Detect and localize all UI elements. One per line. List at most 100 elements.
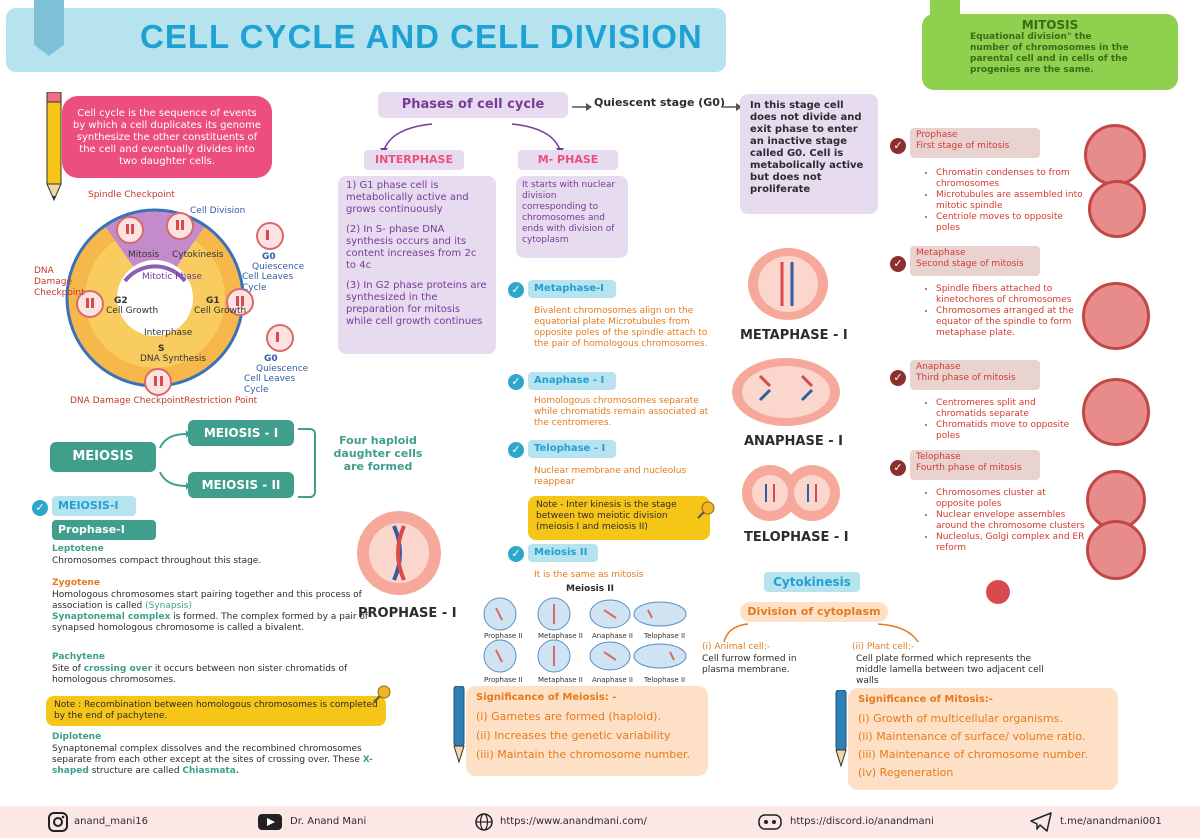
cell-cycle-diagram: Spindle Checkpoint Cell Division Mitosis… [30,186,320,408]
intro-box: Cell cycle is the sequence of events by … [62,96,272,178]
significance-mitosis-item: (ii) Maintenance of surface/ volume rati… [858,730,1086,743]
note-recombination: Note : Recombination between homologous … [46,696,386,726]
significance-mitosis-title: Significance of Mitosis:- [858,694,993,705]
zygotene-text: Homologous chromosomes start pairing tog… [52,590,369,633]
mitosis-anaphase-name: Anaphase [916,362,961,372]
anaphase1-image-label: ANAPHASE - I [744,434,843,449]
meiosis1-box: MEIOSIS - I [188,420,294,446]
restriction-point-label: Restriction Point [184,396,258,406]
g0-top-label: G0 [262,252,276,262]
cytokinesis-sub: Division of cytoplasm [740,602,888,622]
quiescent-box: In this stage cell does not divide and e… [740,94,878,214]
g0-bottom-sub2: Cell Leaves Cycle [244,374,296,395]
bookmark-ribbon-icon [34,0,64,56]
pen-icon [834,689,848,770]
globe-icon[interactable] [474,812,494,832]
significance-mitosis-item: (iv) Regeneration [858,766,954,779]
small-cell-icon [986,580,1010,604]
mitosis-metaphase-label: Metaphase Second stage of mitosis [910,246,1040,276]
mitosis-telophase-cell-image-2 [1086,520,1146,580]
telegram-link[interactable]: t.me/anandmani001 [1060,816,1162,827]
cell-division-label: Cell Division [190,206,246,216]
discord-link[interactable]: https://discord.io/anandmani [790,816,934,827]
mitosis-metaphase-sub: Second stage of mitosis [916,259,1024,269]
check-icon: ✓ [508,282,524,298]
diplotene-heading: Diplotene [52,732,102,742]
youtube-icon[interactable] [258,814,282,830]
interphase-item-3: (3) In G2 phase proteins are synthesized… [346,280,487,327]
mphase-text: It starts with nuclear division correspo… [522,180,616,245]
significance-mitosis-item: (iii) Maintenance of chromosome number. [858,748,1089,761]
mitosis-anaphase-sub: Third phase of mitosis [916,373,1016,383]
discord-icon[interactable] [758,814,782,830]
check-icon: ✓ [890,138,906,154]
g1-label: G1 [206,296,220,306]
telophase1-label: Telophase - I [528,440,616,458]
check-icon: ✓ [890,460,906,476]
mitosis-label: Mitosis [128,250,160,260]
g0-top-sub1: Quiescence [252,262,305,272]
anaphase1-text: Homologous chromosomes separate while ch… [534,396,709,428]
check-icon: ✓ [508,442,524,458]
mitosis-prophase-name: Prophase [916,130,958,140]
mitosis-prophase-sub: First stage of mitosis [916,141,1010,151]
arrow-right-icon [572,98,592,111]
list-item: Chromatids move to opposite poles [936,420,1086,442]
telegram-icon[interactable] [1030,812,1052,832]
list-item: Centriole moves to opposite poles [936,212,1086,234]
interphase-box: 1) G1 phase cell is metabolically active… [338,176,496,354]
pushpin-icon [696,500,716,520]
mitosis-anaphase-cell-image [1082,378,1150,446]
interphase-title: INTERPHASE [364,150,464,170]
leptotene-text: Chromosomes compact throughout this stag… [52,556,262,566]
s-sub-label: DNA Synthesis [140,354,207,364]
anaphase1-cell-image [730,356,842,428]
fig-label-anaphase2: Anaphase II [592,632,633,640]
list-item: Centromeres split and chromatids separat… [936,398,1086,420]
arrow-right-icon [722,98,742,111]
cytokinesis-branch-arrows [708,622,998,644]
title-banner [6,8,726,72]
check-icon: ✓ [32,500,48,516]
phases-title: Phases of cell cycle [378,92,568,118]
meiosis2-figure-title: Meiosis II [566,584,614,594]
quiescent-text: In this stage cell does not divide and e… [750,100,864,195]
s-label: S [158,344,165,354]
leptotene-heading: Leptotene [52,544,104,554]
footer-bar [0,806,1200,838]
list-item: Nuclear envelope assembles around the ch… [936,510,1086,532]
mphase-title: M- PHASE [518,150,618,170]
metaphase1-image-label: METAPHASE - I [740,328,848,343]
significance-mitosis-item: (i) Growth of multicellular organisms. [858,712,1063,725]
list-item: Nucleolus, Golgi complex and ER reform [936,532,1086,554]
website-link[interactable]: https://www.anandmani.com/ [500,816,647,827]
mitosis-prophase-cell-image [1084,124,1146,186]
instagram-link[interactable]: anand_mani16 [74,816,148,827]
mitosis-telophase-label: Telophase Fourth phase of mitosis [910,450,1040,480]
meiosis2-box: MEIOSIS - II [188,472,294,498]
check-icon: ✓ [890,370,906,386]
meiosis1-label: MEIOSIS-I [52,496,136,516]
significance-meiosis-item: (iii) Maintain the chromosome number. [476,748,690,761]
pen-icon [452,685,466,766]
interphase-item-2: (2) In S- phase DNA synthesis occurs and… [346,224,477,271]
mitosis-telophase-name: Telophase [916,452,961,462]
dna-damage-checkpoint-top-label: DNA Damage Checkpoint [34,266,85,298]
plant-cell-text: Cell plate formed which represents the m… [856,654,1044,686]
significance-meiosis-box: Significance of Meiosis: - (i) Gametes a… [466,686,708,776]
g0-bottom-sub1: Quiescence [256,364,309,374]
youtube-link[interactable]: Dr. Anand Mani [290,816,367,827]
plant-cell-heading: (ii) Plant cell:- [852,642,915,652]
g0-top-sub2: Cell Leaves Cycle [242,272,294,293]
note-recombination-text: Note : Recombination between homologous … [54,700,378,721]
meiosis2-figure [476,596,690,682]
spindle-checkpoint-label: Spindle Checkpoint [88,190,175,200]
mitosis-header-box: MITOSIS Equational division" the number … [922,14,1178,90]
g2-sub-label: Cell Growth [106,306,159,316]
telophase-points: Chromosomes cluster at opposite poles Nu… [922,488,1086,554]
fig-label-anaphase2-b: Anaphase II [592,676,633,684]
instagram-icon[interactable] [48,812,68,832]
fig-label-metaphase2-b: Metaphase II [538,676,583,684]
zygotene-heading: Zygotene [52,578,100,588]
significance-mitosis-box: Significance of Mitosis:- (i) Growth of … [848,688,1118,790]
